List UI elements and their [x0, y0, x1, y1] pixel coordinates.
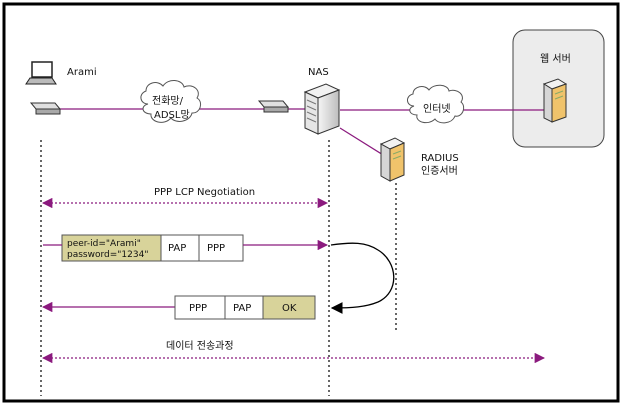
response-ok-field — [262, 295, 316, 320]
laptop-icon — [25, 61, 57, 85]
nas-server-icon — [303, 83, 341, 135]
web-server-icon — [542, 78, 568, 123]
pstn-label-line2: ADSL망 — [154, 109, 190, 121]
request-pap-field — [160, 234, 200, 262]
credentials-field — [61, 234, 162, 262]
credential-peer-id: peer-id="Arami" — [67, 239, 141, 249]
nas-label: NAS — [308, 67, 329, 78]
client-label: Arami — [67, 67, 97, 78]
modem-icon-nas — [257, 100, 290, 113]
response-ok-label: OK — [282, 303, 297, 314]
pstn-cloud-icon — [140, 80, 202, 123]
response-ppp-label: PPP — [189, 303, 207, 314]
request-pap-label: PAP — [168, 243, 186, 254]
lcp-label: PPP LCP Negotiation — [154, 187, 255, 198]
request-ppp-label: PPP — [207, 243, 225, 254]
radius-label-line2: 인증서버 — [421, 165, 458, 177]
response-pap-label: PAP — [233, 303, 251, 314]
radius-exchange-curve — [330, 242, 395, 314]
outer-frame — [2, 2, 620, 403]
internet-cloud-icon — [407, 84, 465, 124]
pstn-label-line1: 전화망/ — [152, 95, 184, 107]
radius-server-icon — [379, 137, 406, 182]
modem-icon — [29, 102, 62, 115]
credential-password: password="1234" — [67, 250, 148, 260]
radius-label-line1: RADIUS — [421, 153, 459, 164]
web-server-label: 웹 서버 — [540, 53, 571, 65]
internet-label: 인터넷 — [423, 103, 451, 115]
request-ppp-field — [198, 234, 244, 262]
data-transfer-label: 데이터 전송과정 — [166, 340, 234, 352]
radius-link — [339, 127, 389, 159]
